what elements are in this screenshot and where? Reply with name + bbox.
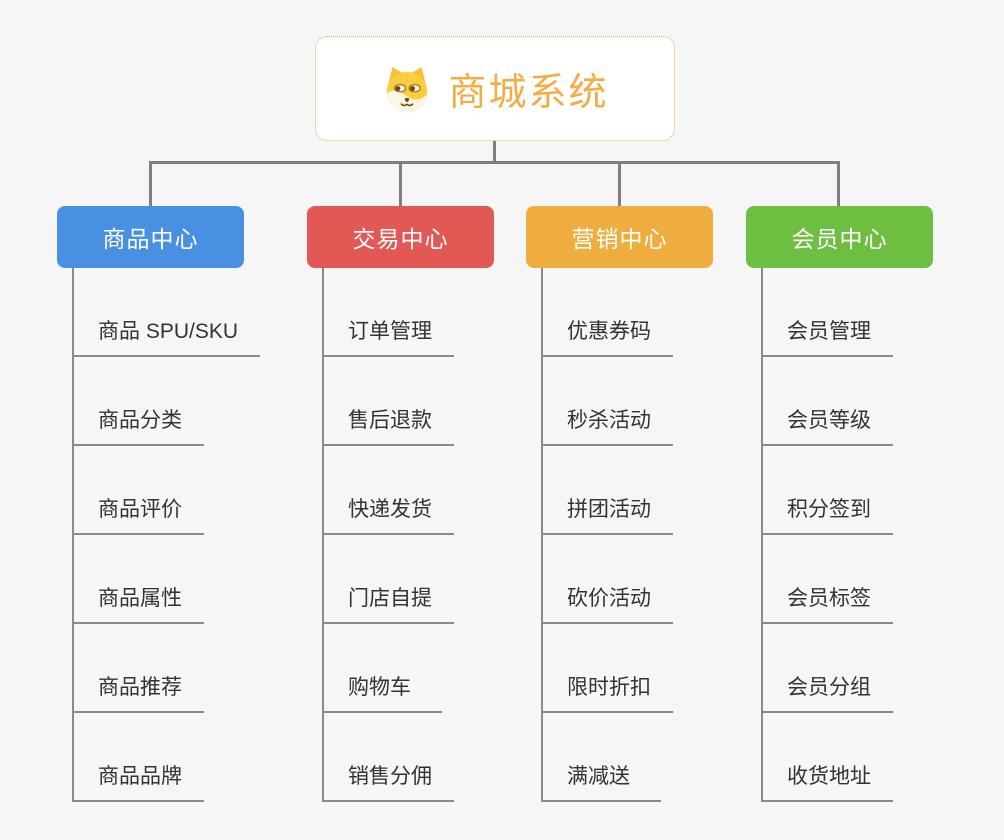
leaf-node[interactable]: 订单管理 — [322, 268, 454, 357]
leaf-node[interactable]: 商品品牌 — [72, 713, 204, 802]
root-title: 商城系统 — [448, 72, 609, 114]
branch-spine-line — [72, 268, 74, 802]
leaf-node[interactable]: 售后退款 — [322, 357, 454, 446]
connector-root-stem — [493, 141, 496, 164]
leaf-node[interactable]: 会员管理 — [761, 268, 893, 357]
leaf-node[interactable]: 砍价活动 — [541, 535, 673, 624]
branch-node-member-center[interactable]: 会员中心 — [746, 206, 933, 268]
leaf-node[interactable]: 秒杀活动 — [541, 357, 673, 446]
leaf-node[interactable]: 商品评价 — [72, 446, 204, 535]
connector-drop-member — [837, 161, 840, 206]
leaf-node[interactable]: 商品属性 — [72, 535, 204, 624]
branch-children-trade: 订单管理 售后退款 快递发货 门店自提 购物车 销售分佣 — [307, 268, 527, 802]
leaf-node[interactable]: 销售分佣 — [322, 713, 454, 802]
leaf-node[interactable]: 拼团活动 — [541, 446, 673, 535]
leaf-node[interactable]: 限时折扣 — [541, 624, 673, 713]
root-node[interactable]: 商城系统 — [315, 36, 675, 141]
connector-drop-marketing — [618, 161, 621, 206]
leaf-node[interactable]: 商品分类 — [72, 357, 204, 446]
branch-children-marketing: 优惠券码 秒杀活动 拼团活动 砍价活动 限时折扣 满减送 — [526, 268, 746, 802]
connector-drop-trade — [399, 161, 402, 206]
branch-node-product-center[interactable]: 商品中心 — [57, 206, 244, 268]
branch-children-member: 会员管理 会员等级 积分签到 会员标签 会员分组 收货地址 — [746, 268, 966, 802]
leaf-node[interactable]: 会员标签 — [761, 535, 893, 624]
branch-spine-line — [541, 268, 543, 802]
branch-column-product: 商品中心 商品 SPU/SKU 商品分类 商品评价 商品属性 商品推荐 商品品牌 — [57, 206, 277, 802]
branch-spine-line — [322, 268, 324, 802]
branch-column-marketing: 营销中心 优惠券码 秒杀活动 拼团活动 砍价活动 限时折扣 满减送 — [526, 206, 746, 802]
branch-column-member: 会员中心 会员管理 会员等级 积分签到 会员标签 会员分组 收货地址 — [746, 206, 966, 802]
leaf-node[interactable]: 快递发货 — [322, 446, 454, 535]
leaf-node[interactable]: 收货地址 — [761, 713, 893, 802]
leaf-node[interactable]: 购物车 — [322, 624, 442, 713]
connector-horizontal-bus — [149, 161, 840, 164]
shiba-dog-face-icon — [387, 66, 428, 113]
leaf-node[interactable]: 会员分组 — [761, 624, 893, 713]
leaf-node[interactable]: 优惠券码 — [541, 268, 673, 357]
leaf-node[interactable]: 会员等级 — [761, 357, 893, 446]
branch-spine-line — [761, 268, 763, 802]
branch-node-marketing-center[interactable]: 营销中心 — [526, 206, 713, 268]
branch-children-product: 商品 SPU/SKU 商品分类 商品评价 商品属性 商品推荐 商品品牌 — [57, 268, 277, 802]
leaf-node[interactable]: 积分签到 — [761, 446, 893, 535]
leaf-node[interactable]: 商品推荐 — [72, 624, 204, 713]
branch-node-trade-center[interactable]: 交易中心 — [307, 206, 494, 268]
branch-column-trade: 交易中心 订单管理 售后退款 快递发货 门店自提 购物车 销售分佣 — [307, 206, 527, 802]
leaf-node[interactable]: 商品 SPU/SKU — [72, 268, 261, 357]
connector-drop-product — [149, 161, 152, 206]
leaf-node[interactable]: 满减送 — [541, 713, 661, 802]
leaf-node[interactable]: 门店自提 — [322, 535, 454, 624]
